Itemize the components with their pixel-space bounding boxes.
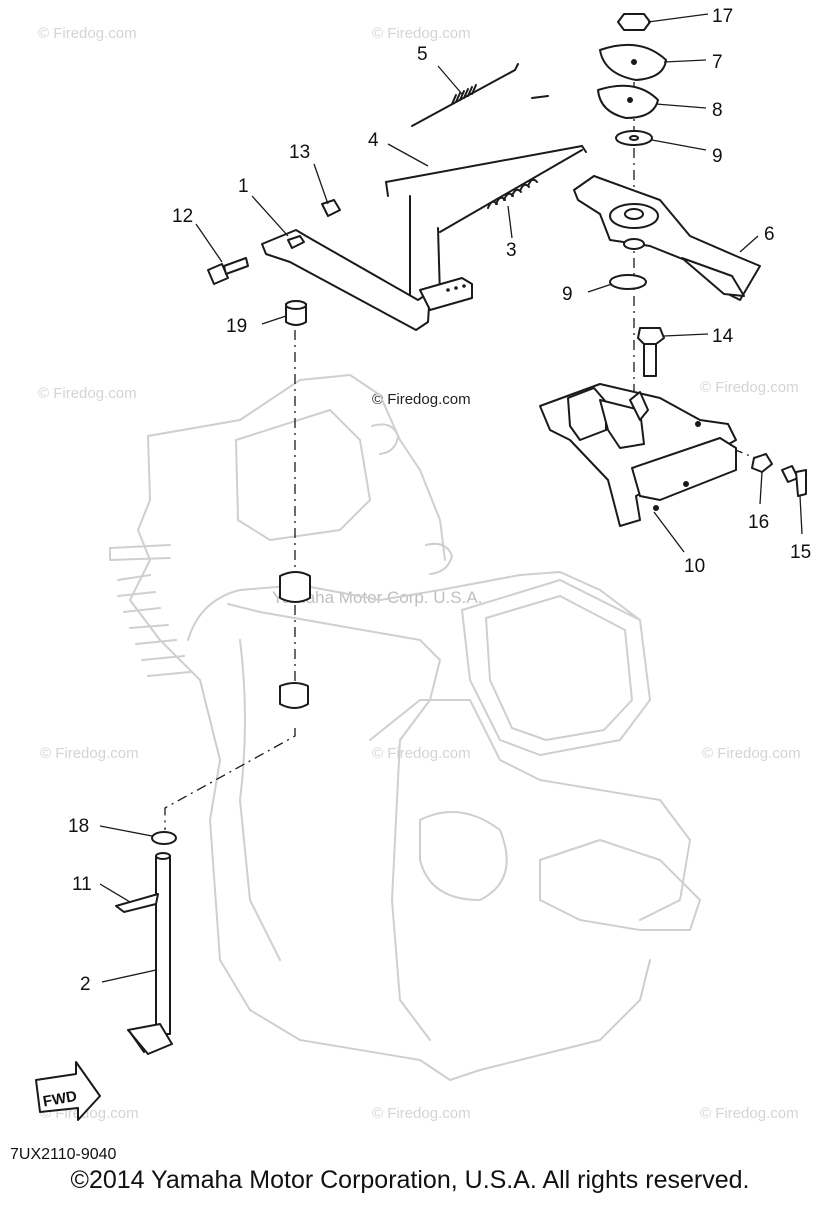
watermark-firedog: © Firedog.com [372,745,471,762]
callout-label: 17 [712,6,733,27]
copyright-notice: ©2014 Yamaha Motor Corporation, U.S.A. A… [70,1166,750,1194]
callout-label: 5 [417,44,428,65]
callout-label: 19 [226,316,247,337]
watermark-firedog: © Firedog.com [372,1105,471,1122]
part-5-spring-rod [411,63,549,127]
callout-label: 7 [712,52,723,73]
part-6-throttle-lever [573,175,761,301]
part-19-collar [285,300,307,326]
diagram-code: 7UX2110-9040 [10,1146,117,1163]
part-4-throttle-rod [385,144,587,299]
grommet-upper [279,571,311,603]
callout-label: 2 [80,974,91,995]
watermark-firedog: © Firedog.com [700,1105,799,1122]
callout-label: 13 [289,142,310,163]
watermarks: © Firedog.com © Firedog.com © Firedog.co… [38,25,801,1122]
callout-label: 16 [748,512,769,533]
watermark-firedog: © Firedog.com [372,25,471,42]
callout-label: 10 [684,556,705,577]
watermark-yamaha: Yamaha Motor Corp. U.S.A. [272,588,482,607]
watermark-firedog: © Firedog.com [38,385,137,402]
part-13-nut [321,199,341,217]
part-17-nut [617,13,651,31]
part-9-washer-lower [609,274,647,290]
part-10-bracket [539,383,737,527]
part-14-bolt [637,327,665,377]
watermark-firedog: © Firedog.com [702,745,801,762]
watermark-firedog: © Firedog.com [38,25,137,42]
callout-label: 11 [72,874,92,895]
block-grommets [279,571,311,709]
watermark-firedog: © Firedog.com [700,379,799,396]
watermark-firedog: © Firedog.com [40,745,139,762]
callout-label: 18 [68,816,89,837]
callout-label: 4 [368,130,379,151]
part-2-rod [127,852,173,1055]
part-15-screw [781,465,807,497]
part-18-washer [151,831,177,845]
part-11-clip [115,893,159,913]
callout-labels: 5 4 1 13 12 19 3 17 7 8 9 6 9 14 16 15 1… [68,6,811,995]
fwd-label: FWD [42,1088,79,1111]
callout-label: 9 [712,146,723,167]
forward-arrow: FWD [35,1061,101,1121]
part-16-nut [751,453,773,473]
part-12-bolt [207,257,249,285]
callout-label: 3 [506,240,517,261]
part-1-lever-bracket [261,229,473,331]
callout-label: 6 [764,224,775,245]
right-stack-parts [597,13,667,146]
callout-label: 1 [238,176,249,197]
callout-label: 14 [712,326,734,347]
callout-label: 9 [562,284,573,305]
grommet-lower [279,682,309,709]
callout-label: 12 [172,206,193,227]
callout-label: 15 [790,542,811,563]
engine-block-ghost [109,374,701,1081]
callout-label: 8 [712,100,723,121]
watermark-firedog-center: © Firedog.com [372,391,471,408]
leader-lines [99,13,803,983]
